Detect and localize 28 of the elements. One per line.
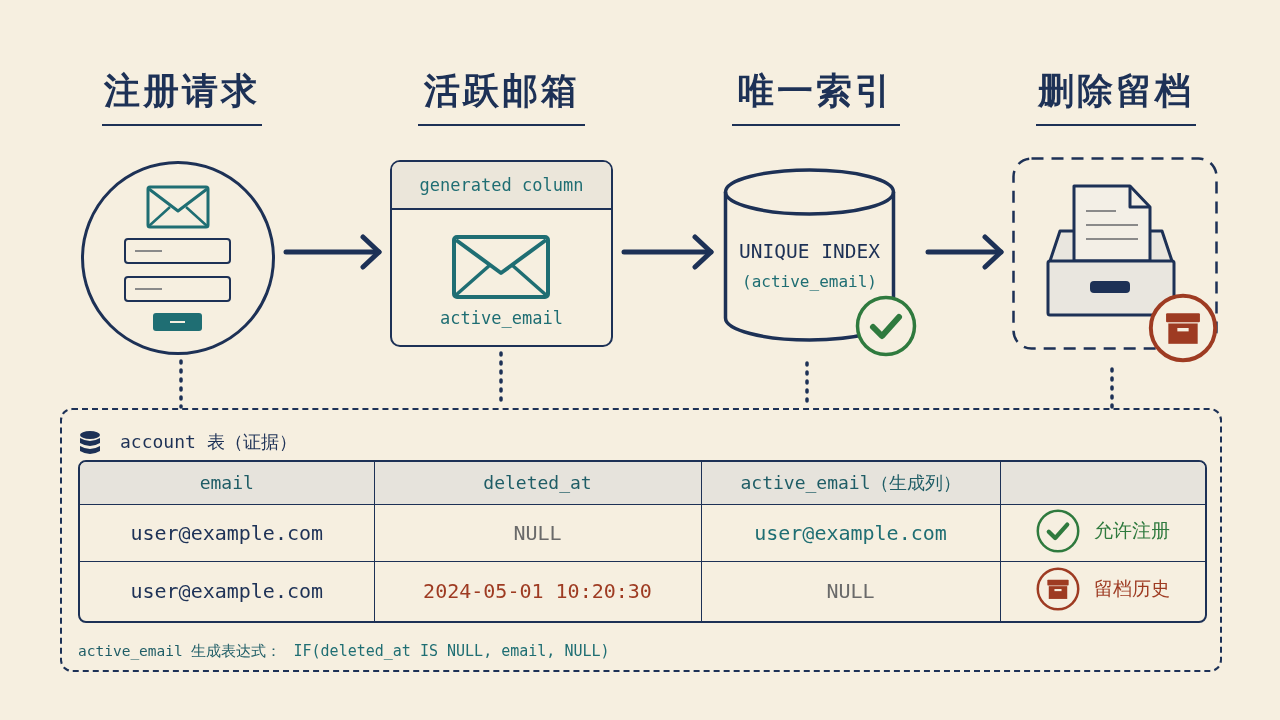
- dotted-connector: [1110, 367, 1114, 409]
- dashed-panel: [60, 408, 1222, 672]
- table-cell: user@example.com: [80, 561, 374, 621]
- stage-heading: 唯一索引: [732, 66, 900, 126]
- table-cell: NULL: [701, 561, 1000, 621]
- table-header-cell: email: [80, 462, 374, 504]
- header-band: generated column: [392, 162, 611, 210]
- table-cell: NULL: [374, 504, 701, 561]
- index-label: UNIQUE INDEX: [738, 240, 881, 263]
- table-header-cell: active_email（生成列）: [701, 462, 1000, 504]
- table-cell: user@example.com: [701, 504, 1000, 561]
- dotted-connector: [179, 359, 183, 409]
- arrow: [283, 234, 382, 270]
- status-label: 允许注册: [1093, 517, 1170, 543]
- field-label: active_email: [439, 308, 564, 328]
- stage-heading: 活跃邮箱: [418, 66, 585, 126]
- arrow: [925, 234, 1004, 270]
- expression-label: active_email 生成表达式：: [78, 643, 282, 659]
- stage-heading: 删除留档: [1036, 66, 1196, 126]
- stage-heading: 注册请求: [102, 66, 262, 126]
- column-label: (active_email): [741, 272, 878, 291]
- table-header-cell: deleted_at: [374, 462, 701, 504]
- arrow: [621, 234, 714, 270]
- table-cell: user@example.com: [80, 504, 374, 561]
- table-title: account 表（证据）: [120, 430, 297, 454]
- expression-code: IF(deleted_at IS NULL, email, NULL): [293, 642, 610, 660]
- table-cell: 2024-05-01 10:20:30: [374, 561, 701, 621]
- status-label: 留档历史: [1093, 576, 1170, 602]
